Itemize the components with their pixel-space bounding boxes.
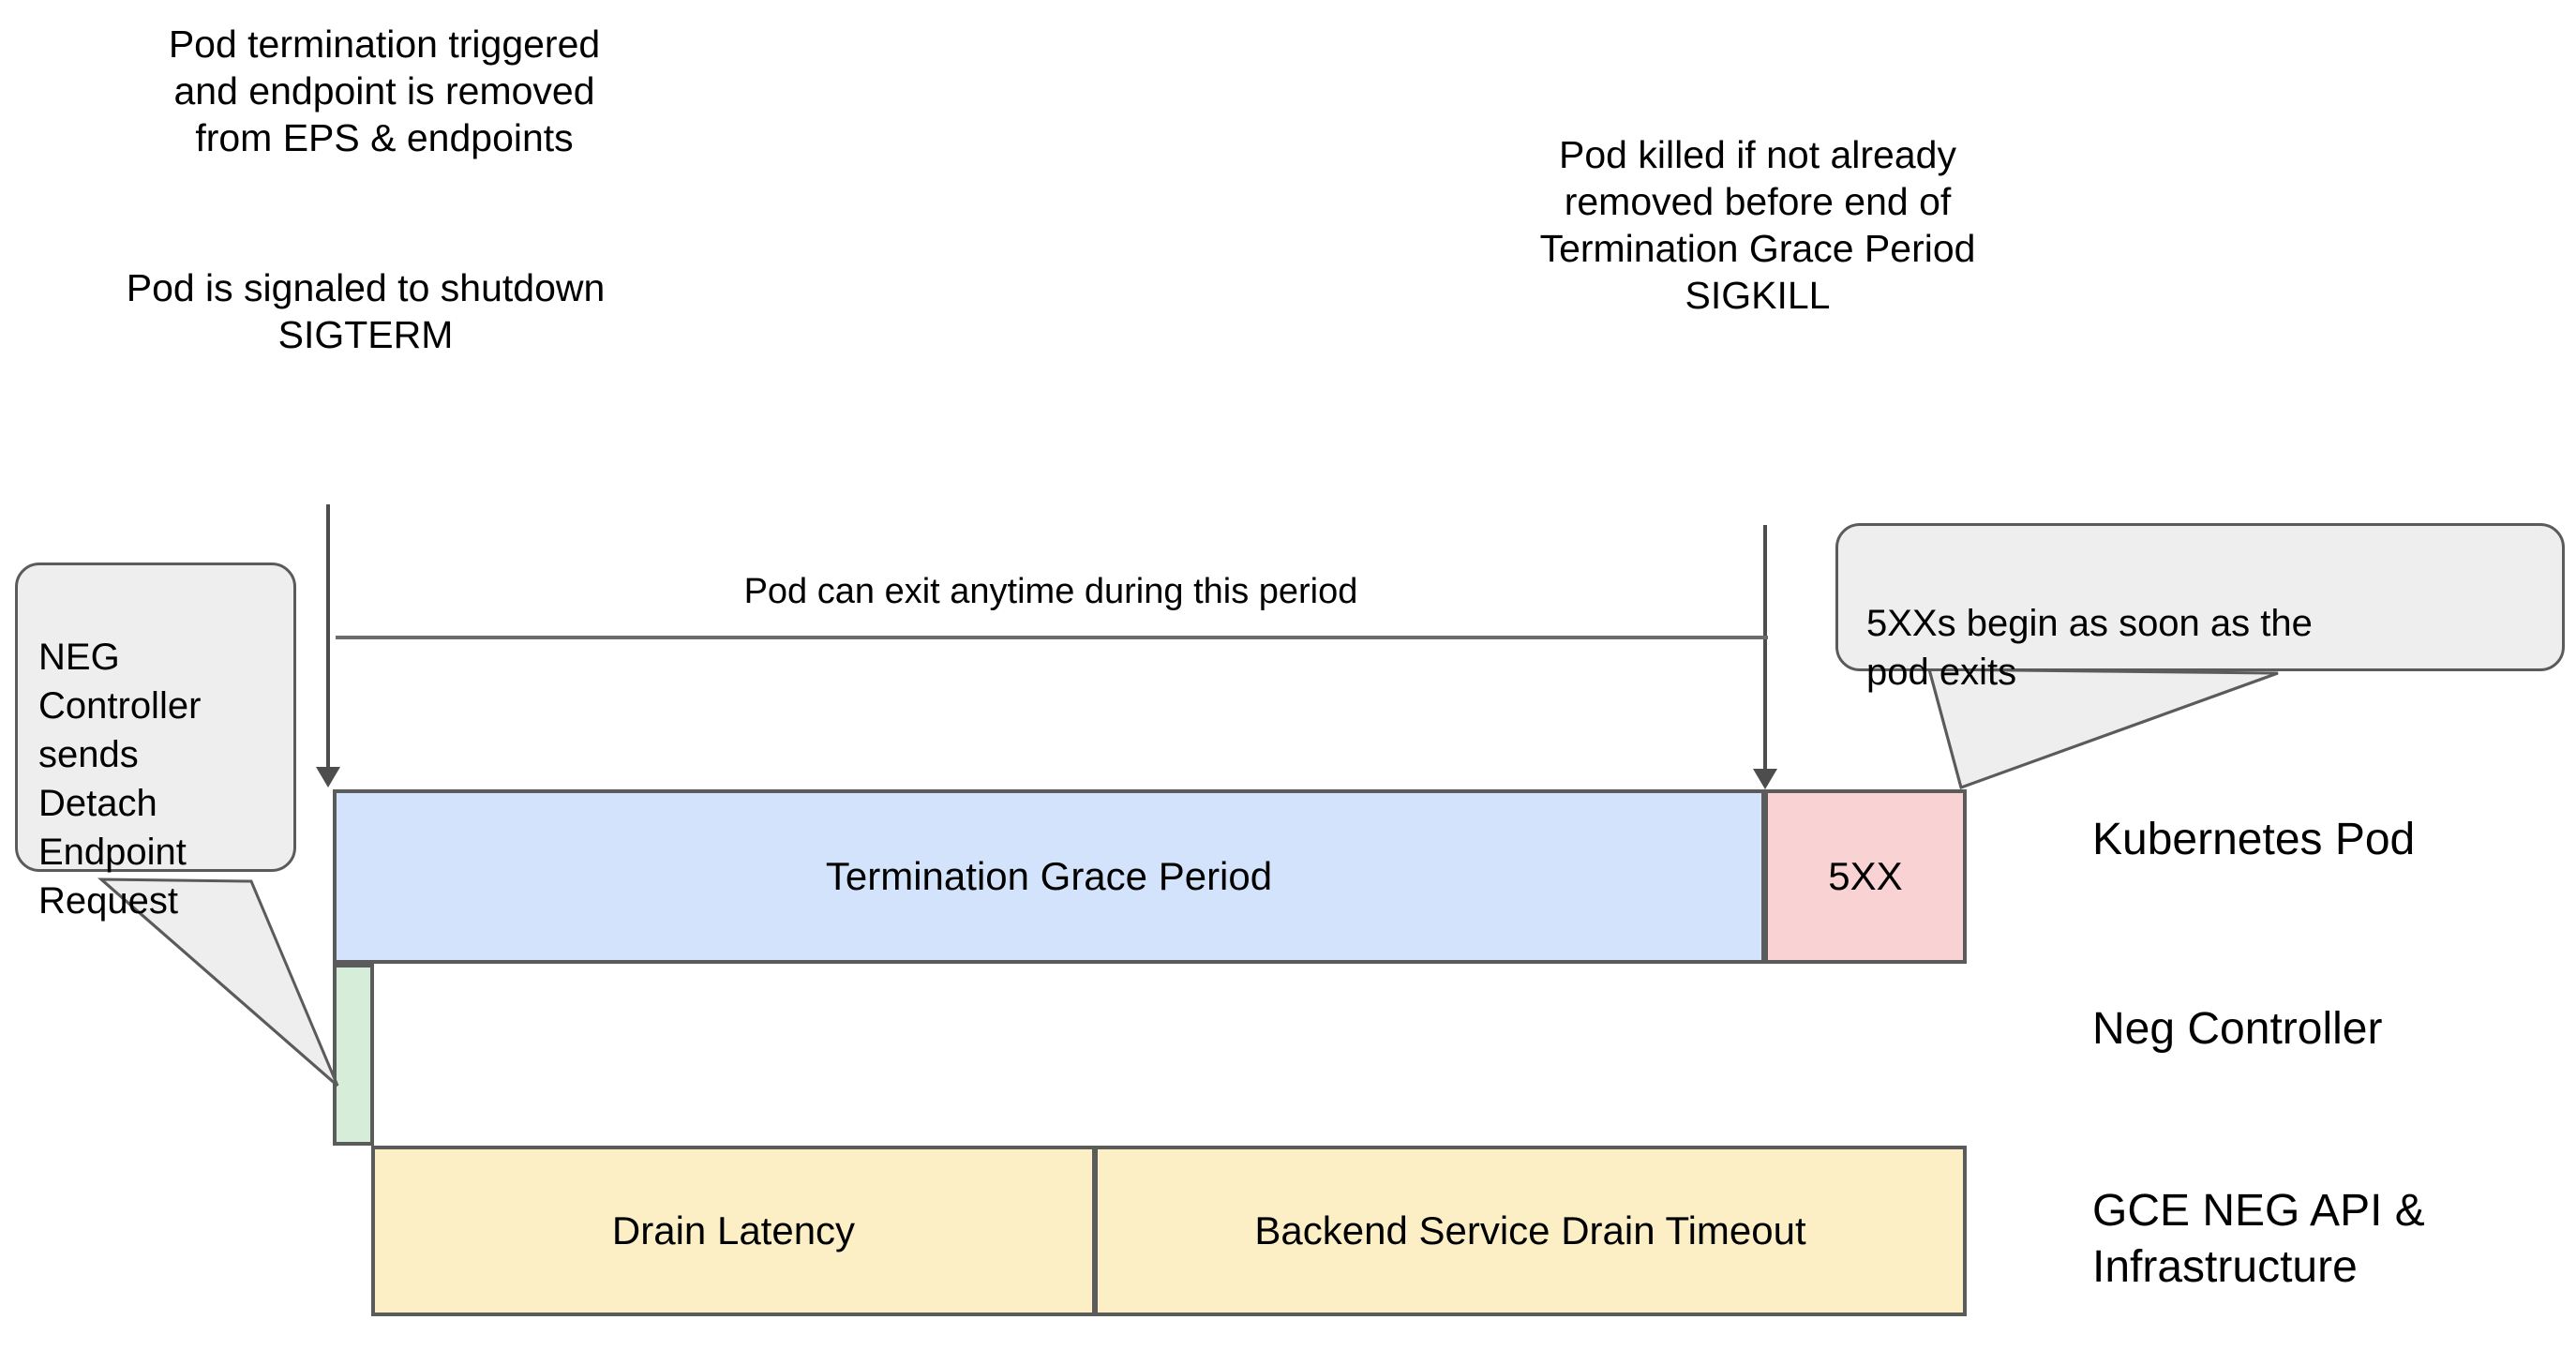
row-label-gce-neg-api: GCE NEG API & Infrastructure — [2092, 1186, 2425, 1292]
bar-drain-latency: Drain Latency — [371, 1146, 1095, 1316]
callout-5xx-tail — [1927, 668, 2279, 789]
row-label-kubernetes-pod: Kubernetes Pod — [2092, 815, 2416, 864]
callout-neg-controller-text: NEG Controller sends Detach Endpoint Req… — [38, 637, 202, 922]
bar-5xx-label: 5XX — [1828, 854, 1903, 898]
callout-neg-tail — [97, 878, 339, 1088]
callout-5xx-begin-text: 5XXs begin as soon as the pod exits — [1866, 603, 2313, 693]
timeline-marker-start-line — [326, 504, 330, 769]
callout-5xx-begin: 5XXs begin as soon as the pod exits — [1835, 523, 2565, 693]
bar-neg-controller-detach — [333, 964, 374, 1146]
note-pod-signaled-sigterm: Pod is signaled to shutdown SIGTERM — [126, 266, 606, 357]
bar-backend-service-drain-timeout-label: Backend Service Drain Timeout — [1254, 1208, 1806, 1252]
note-pod-termination-triggered: Pod termination triggered and endpoint i… — [168, 22, 601, 160]
bar-drain-latency-label: Drain Latency — [611, 1208, 856, 1252]
timeline-marker-end-line — [1763, 525, 1767, 771]
bar-5xx: 5XX — [1765, 789, 1967, 964]
timeline-marker-start-arrowhead — [316, 767, 340, 788]
note-pod-killed-sigkill: Pod killed if not already removed before… — [1539, 133, 1976, 318]
row-label-neg-controller: Neg Controller — [2092, 1004, 2383, 1054]
bar-termination-grace-period: Termination Grace Period — [333, 789, 1765, 964]
bar-termination-grace-period-label: Termination Grace Period — [825, 854, 1273, 898]
timeline-marker-end-arrowhead — [1753, 769, 1777, 789]
period-label-pod-can-exit: Pod can exit anytime during this period — [743, 572, 1358, 611]
period-span-line — [336, 636, 1768, 639]
bar-backend-service-drain-timeout: Backend Service Drain Timeout — [1095, 1146, 1967, 1316]
callout-neg-controller: NEG Controller sends Detach Endpoint Req… — [15, 562, 296, 922]
